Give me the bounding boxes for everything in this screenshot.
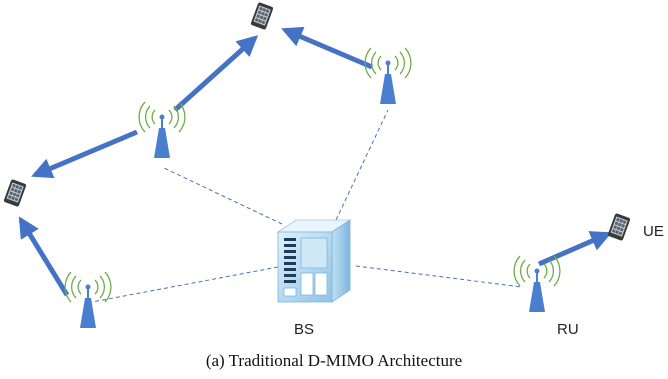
ue-phone-right [607, 213, 631, 241]
link-bs-ru-right [355, 265, 523, 288]
link-bs-ru-middle [163, 167, 283, 225]
bs-label: BS [294, 321, 314, 338]
link-bs-ru-left [91, 266, 279, 303]
arrow-ru-left-to-ue-left [18, 216, 70, 297]
arrow-ru-top-right-to-ue-top [281, 26, 373, 70]
fronthaul-links [91, 109, 523, 303]
link-bs-ru-top-right [335, 109, 389, 221]
ru-tower-top-right [364, 47, 412, 104]
ue-phone-left [3, 179, 27, 207]
ru-tower-right [513, 255, 561, 312]
figure-caption: (a) Traditional D-MIMO Architecture [206, 351, 462, 370]
ue-phone-top [250, 2, 274, 30]
arrow-ru-right-to-ue-right [538, 231, 612, 267]
arrow-ru-middle-to-ue-top [173, 35, 259, 112]
arrow-ru-middle-to-ue-left [31, 129, 138, 179]
transmission-arrows [18, 26, 612, 297]
bs-server-icon [276, 219, 352, 303]
ue-label: UE [643, 223, 664, 240]
ru-label: RU [557, 321, 579, 338]
